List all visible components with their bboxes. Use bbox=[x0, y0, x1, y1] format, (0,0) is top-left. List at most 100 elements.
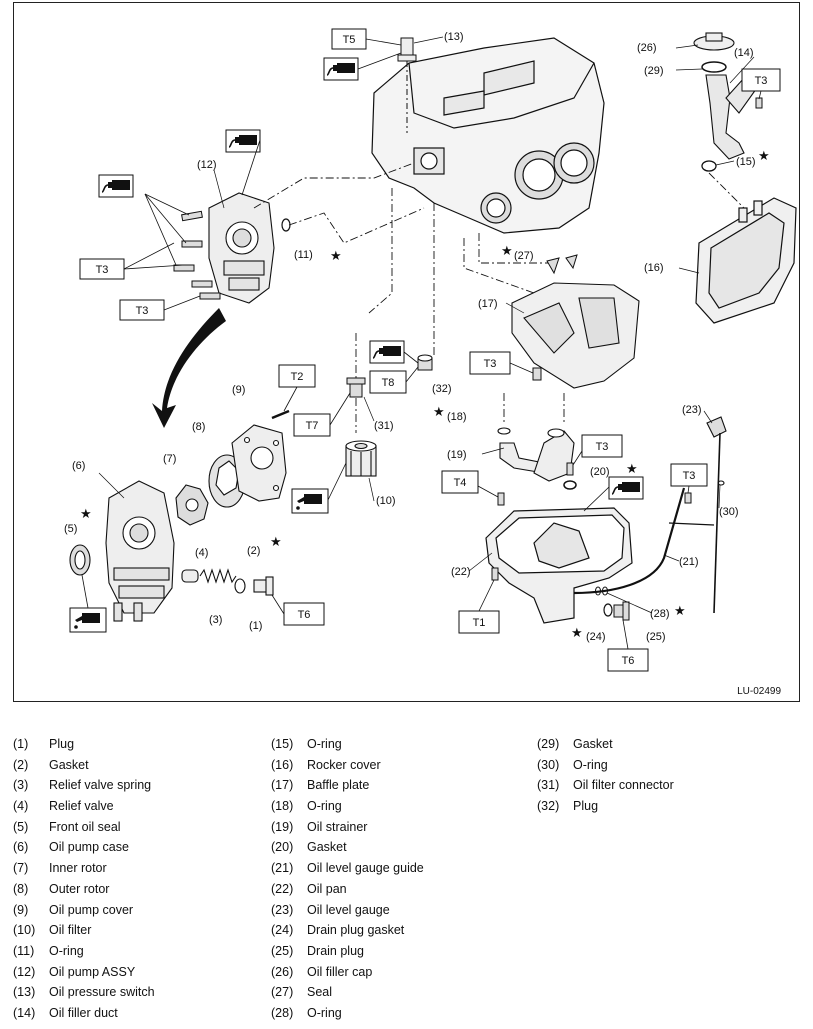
legend-item-number: (10) bbox=[13, 923, 36, 938]
legend-item-name: Oil pan bbox=[307, 881, 347, 896]
sealant-icon-t5 bbox=[323, 57, 359, 81]
svg-text:★: ★ bbox=[501, 244, 513, 259]
callout-17: (17) bbox=[478, 298, 498, 310]
oil-can-icon-seal bbox=[69, 607, 107, 633]
legend-item: (25)Drain plug bbox=[271, 941, 424, 962]
callout-11: (11) bbox=[294, 249, 313, 261]
callout-15: (15) bbox=[736, 156, 756, 168]
oil-pump-assy bbox=[208, 192, 275, 304]
oil-pressure-switch bbox=[397, 37, 417, 133]
svg-text:T8: T8 bbox=[382, 377, 395, 389]
legend-item-number: (3) bbox=[13, 778, 29, 793]
svg-text:T7: T7 bbox=[306, 420, 319, 432]
legend-item-number: (2) bbox=[13, 757, 29, 772]
legend-item-name: Gasket bbox=[573, 737, 613, 751]
star-markers: ★ ★ ★ ★ ★ ★ ★ ★ ★ bbox=[80, 149, 770, 641]
legend-item: (30)O-ring bbox=[537, 755, 674, 776]
legend-item: (28) O-ring bbox=[271, 1003, 424, 1024]
svg-text:T3: T3 bbox=[96, 264, 109, 276]
torque-box-T3-baffle: T3 bbox=[469, 351, 534, 375]
svg-text:T3: T3 bbox=[596, 441, 609, 453]
legend-item-number: (1) bbox=[13, 737, 29, 751]
callout-22: (22) bbox=[451, 566, 471, 578]
svg-text:T2: T2 bbox=[291, 371, 304, 383]
o-ring-11 bbox=[281, 218, 291, 232]
legend-item-number: (28) bbox=[271, 1005, 294, 1020]
legend-item-name: Gasket bbox=[49, 757, 89, 772]
svg-text:T6: T6 bbox=[622, 655, 635, 667]
sealant-icon-oil-pan bbox=[608, 476, 644, 500]
oil-filter bbox=[345, 440, 377, 477]
svg-text:T3: T3 bbox=[683, 470, 696, 482]
legend-item: (1) Plug bbox=[13, 734, 155, 755]
legend-item: (19)Oil strainer bbox=[271, 817, 424, 838]
callout-12: (12) bbox=[197, 159, 217, 171]
legend-item-name: Oil filler cap bbox=[307, 964, 373, 979]
torque-box-T6-pan: T6 bbox=[607, 619, 649, 672]
baffle-plate bbox=[511, 282, 640, 389]
legend-item: (17)Baffle plate bbox=[271, 775, 424, 796]
inner-rotor bbox=[175, 484, 209, 526]
legend-item: (8)Outer rotor bbox=[13, 879, 155, 900]
svg-text:★: ★ bbox=[571, 626, 583, 641]
reference-code: LU-02499 bbox=[737, 686, 781, 697]
legend-item-number: (23) bbox=[271, 902, 294, 917]
callout-26: (26) bbox=[637, 42, 657, 54]
svg-text:T1: T1 bbox=[473, 617, 486, 629]
legend-item-number: (32) bbox=[537, 799, 560, 814]
torque-box-T3-duct: T3 bbox=[741, 68, 781, 100]
callout-5: (5) bbox=[64, 523, 77, 535]
plug-32 bbox=[417, 354, 433, 371]
torque-box-T3-strainer: T3 bbox=[572, 434, 623, 466]
relief-valve-group bbox=[181, 568, 274, 596]
sealant-icon-t8 bbox=[369, 340, 405, 364]
legend-item: (16)Rocker cover bbox=[271, 755, 424, 776]
legend-item-number: (15) bbox=[271, 737, 294, 751]
legend-item: (26)Oil filler cap bbox=[271, 962, 424, 983]
sealant-icon-pump-12 bbox=[225, 129, 261, 153]
legend-item: (24)Drain plug gasket bbox=[271, 920, 424, 941]
o-ring-15 bbox=[701, 160, 717, 172]
oil-can-icon-filter bbox=[291, 488, 329, 514]
legend-item-name: Gasket bbox=[307, 840, 347, 855]
svg-text:T3: T3 bbox=[484, 358, 497, 370]
legend-item: (7)Inner rotor bbox=[13, 858, 155, 879]
legend-column-2: (15) O-ring (16)Rocker cover(17)Baffle pla… bbox=[271, 734, 424, 1024]
legend-item-number: (9) bbox=[13, 902, 29, 917]
legend-item-name: Oil level gauge guide bbox=[307, 861, 424, 876]
legend-item-number: (17) bbox=[271, 778, 294, 793]
legend-column-1: (1)Plug(2)Gasket(3)Relief valve spring(4… bbox=[13, 734, 155, 1024]
legend-item: (31)Oil filter connector bbox=[537, 775, 674, 796]
legend-item-name: Front oil seal bbox=[49, 819, 121, 834]
svg-text:T4: T4 bbox=[454, 477, 467, 489]
legend-item-name: Oil filter bbox=[49, 923, 92, 938]
svg-text:T5: T5 bbox=[343, 34, 356, 46]
legend-item-name: Oil pump case bbox=[49, 840, 129, 855]
legend-item-number: (6) bbox=[13, 840, 29, 855]
oil-pan bbox=[485, 507, 633, 624]
legend-item-number: (5) bbox=[13, 819, 29, 834]
legend-item-number: (4) bbox=[13, 799, 29, 814]
legend-item-name: O-ring bbox=[307, 1005, 342, 1020]
legend-item-number: (19) bbox=[271, 819, 294, 834]
torque-box-T6-pump: T6 bbox=[271, 594, 325, 626]
legend-item: (6) Oil pump case bbox=[13, 837, 155, 858]
legend-item-name: Plug bbox=[49, 737, 75, 751]
legend-item-number: (25) bbox=[271, 943, 294, 958]
legend-item: (21)Oil level gauge guide bbox=[271, 858, 424, 879]
callout-7: (7) bbox=[163, 453, 176, 465]
legend-item-name: Rocker cover bbox=[307, 757, 381, 772]
legend-item-name: Oil pump ASSY bbox=[49, 964, 136, 979]
oil-pump-cover bbox=[231, 424, 287, 502]
callout-9: (9) bbox=[232, 384, 245, 396]
o-ring-18 bbox=[497, 427, 511, 435]
callout-16: (16) bbox=[644, 262, 664, 274]
legend-item: (12)Oil pump ASSY bbox=[13, 962, 155, 983]
callout-labels: (1) (2) (3) (4) (5) (6) (7) (8) (9) (10)… bbox=[64, 31, 756, 643]
callout-29: (29) bbox=[644, 65, 664, 77]
legend-item-number: (7) bbox=[13, 861, 29, 876]
legend-item-number: (27) bbox=[271, 985, 294, 1000]
parts-legend: (1)Plug(2)Gasket(3)Relief valve spring(4… bbox=[0, 734, 813, 1029]
callout-28: (28) bbox=[650, 608, 670, 620]
callout-14: (14) bbox=[734, 47, 754, 59]
